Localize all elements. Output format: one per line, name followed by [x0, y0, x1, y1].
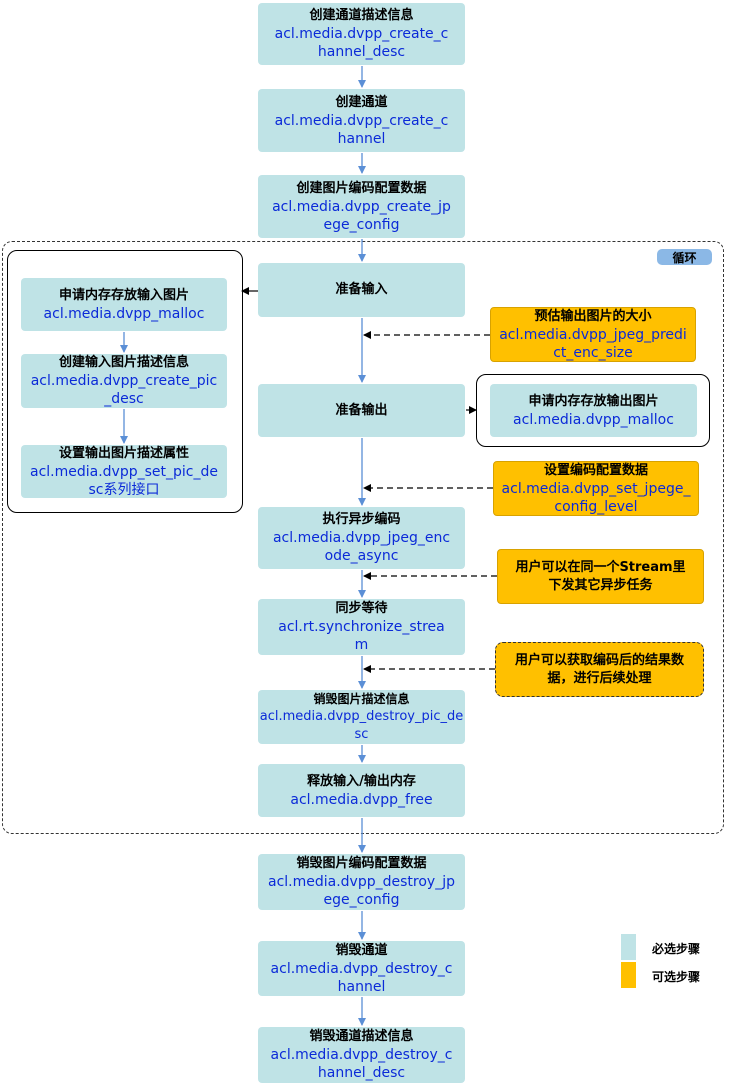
step-api: acl.media.dvpp_destroy_channel [270, 960, 453, 995]
step-api: acl.media.dvpp_free [290, 791, 433, 808]
step-create-channel: 创建通道 acl.media.dvpp_create_channel [258, 89, 465, 152]
step-title: 申请内存存放输入图片 [58, 287, 189, 303]
loop-badge: 循环 [657, 249, 712, 265]
opt-api: acl.media.dvpp_jpeg_predict_enc_size [499, 326, 687, 361]
legend-swatch-optional [621, 962, 636, 988]
step-title: 申请内存存放输出图片 [528, 393, 659, 409]
input-create-pic-desc: 创建输入图片描述信息 acl.media.dvpp_create_pic_des… [21, 354, 227, 408]
step-api: acl.media.dvpp_destroy_channel_desc [270, 1047, 453, 1081]
step-api: acl.rt.synchronize_stream [278, 619, 445, 653]
step-destroy-channel: 销毁通道 acl.media.dvpp_destroy_channel [258, 941, 465, 996]
step-prepare-output: 准备输出 [258, 384, 465, 437]
input-set-pic-desc: 设置输出图片描述属性 acl.media.dvpp_set_pic_desc系列… [21, 445, 227, 498]
step-title: 销毁通道描述信息 [309, 1029, 414, 1044]
step-api: acl.media.dvpp_jpeg_encode_async [272, 530, 451, 564]
opt-predict-enc-size: 预估输出图片的大小 acl.media.dvpp_jpeg_predict_en… [490, 307, 696, 362]
step-jpeg-encode-async: 执行异步编码 acl.media.dvpp_jpeg_encode_async [258, 507, 465, 569]
loop-region [2, 241, 724, 834]
opt-note: 用户可以获取编码后的结果数据，进行后续处理 [514, 652, 684, 686]
step-api: acl.media.dvpp_malloc [43, 305, 205, 322]
opt-title: 预估输出图片的大小 [534, 308, 652, 324]
step-prepare-input: 准备输入 [258, 263, 465, 317]
legend-label-required: 必选步骤 [652, 942, 701, 956]
legend-label-optional: 可选步骤 [652, 970, 701, 984]
step-title: 创建通道 [335, 94, 388, 110]
step-api: acl.media.dvpp_create_pic_desc [30, 373, 218, 407]
step-api: acl.media.dvpp_create_channel [274, 112, 449, 147]
step-title: 执行异步编码 [322, 512, 401, 527]
step-dvpp-free: 释放输入/输出内存 acl.media.dvpp_free [258, 764, 465, 817]
legend-swatch-required [621, 934, 636, 960]
step-api: acl.media.dvpp_create_channel_desc [274, 26, 449, 60]
opt-title: 设置编码配置数据 [543, 462, 648, 478]
step-api: acl.media.dvpp_destroy_pic_desc [259, 709, 464, 742]
step-title: 设置输出图片描述属性 [58, 445, 189, 461]
step-title: 同步等待 [335, 601, 388, 616]
opt-api: acl.media.dvpp_set_jpege_config_level [501, 480, 691, 515]
step-synchronize-stream: 同步等待 acl.rt.synchronize_stream [258, 599, 465, 655]
step-destroy-jpege-config: 销毁图片编码配置数据 acl.media.dvpp_destroy_jpege_… [258, 854, 465, 910]
step-api: acl.media.dvpp_destroy_jpege_config [268, 874, 455, 908]
input-prep-panel [7, 250, 243, 513]
step-title: 准备输出 [335, 402, 388, 418]
opt-result-note: 用户可以获取编码后的结果数据，进行后续处理 [495, 642, 704, 697]
step-title: 释放输入/输出内存 [307, 773, 416, 789]
step-destroy-pic-desc: 销毁图片描述信息 acl.media.dvpp_destroy_pic_desc [258, 690, 465, 744]
step-title: 创建通道描述信息 [309, 8, 414, 23]
opt-note: 用户可以在同一个Stream里下发其它异步任务 [515, 559, 686, 593]
step-create-jpege-config: 创建图片编码配置数据 acl.media.dvpp_create_jpege_c… [258, 175, 465, 238]
step-api: acl.media.dvpp_malloc [513, 411, 674, 428]
step-title: 创建输入图片描述信息 [58, 355, 189, 370]
output-dvpp-malloc: 申请内存存放输出图片 acl.media.dvpp_malloc [490, 384, 697, 437]
step-create-channel-desc: 创建通道描述信息 acl.media.dvpp_create_channel_d… [258, 3, 465, 65]
step-title: 销毁图片编码配置数据 [296, 856, 427, 871]
step-destroy-channel-desc: 销毁通道描述信息 acl.media.dvpp_destroy_channel_… [258, 1027, 465, 1083]
opt-set-config-level: 设置编码配置数据 acl.media.dvpp_set_jpege_config… [493, 461, 699, 516]
step-title: 销毁通道 [335, 942, 388, 958]
step-title: 准备输入 [335, 282, 388, 297]
step-api: acl.media.dvpp_create_jpege_config [272, 198, 451, 233]
opt-async-tasks-note: 用户可以在同一个Stream里下发其它异步任务 [497, 549, 704, 604]
input-dvpp-malloc: 申请内存存放输入图片 acl.media.dvpp_malloc [21, 278, 227, 331]
step-title: 创建图片编码配置数据 [296, 180, 427, 196]
step-api: acl.media.dvpp_set_pic_desc系列接口 [30, 463, 218, 498]
step-title: 销毁图片描述信息 [313, 692, 410, 706]
